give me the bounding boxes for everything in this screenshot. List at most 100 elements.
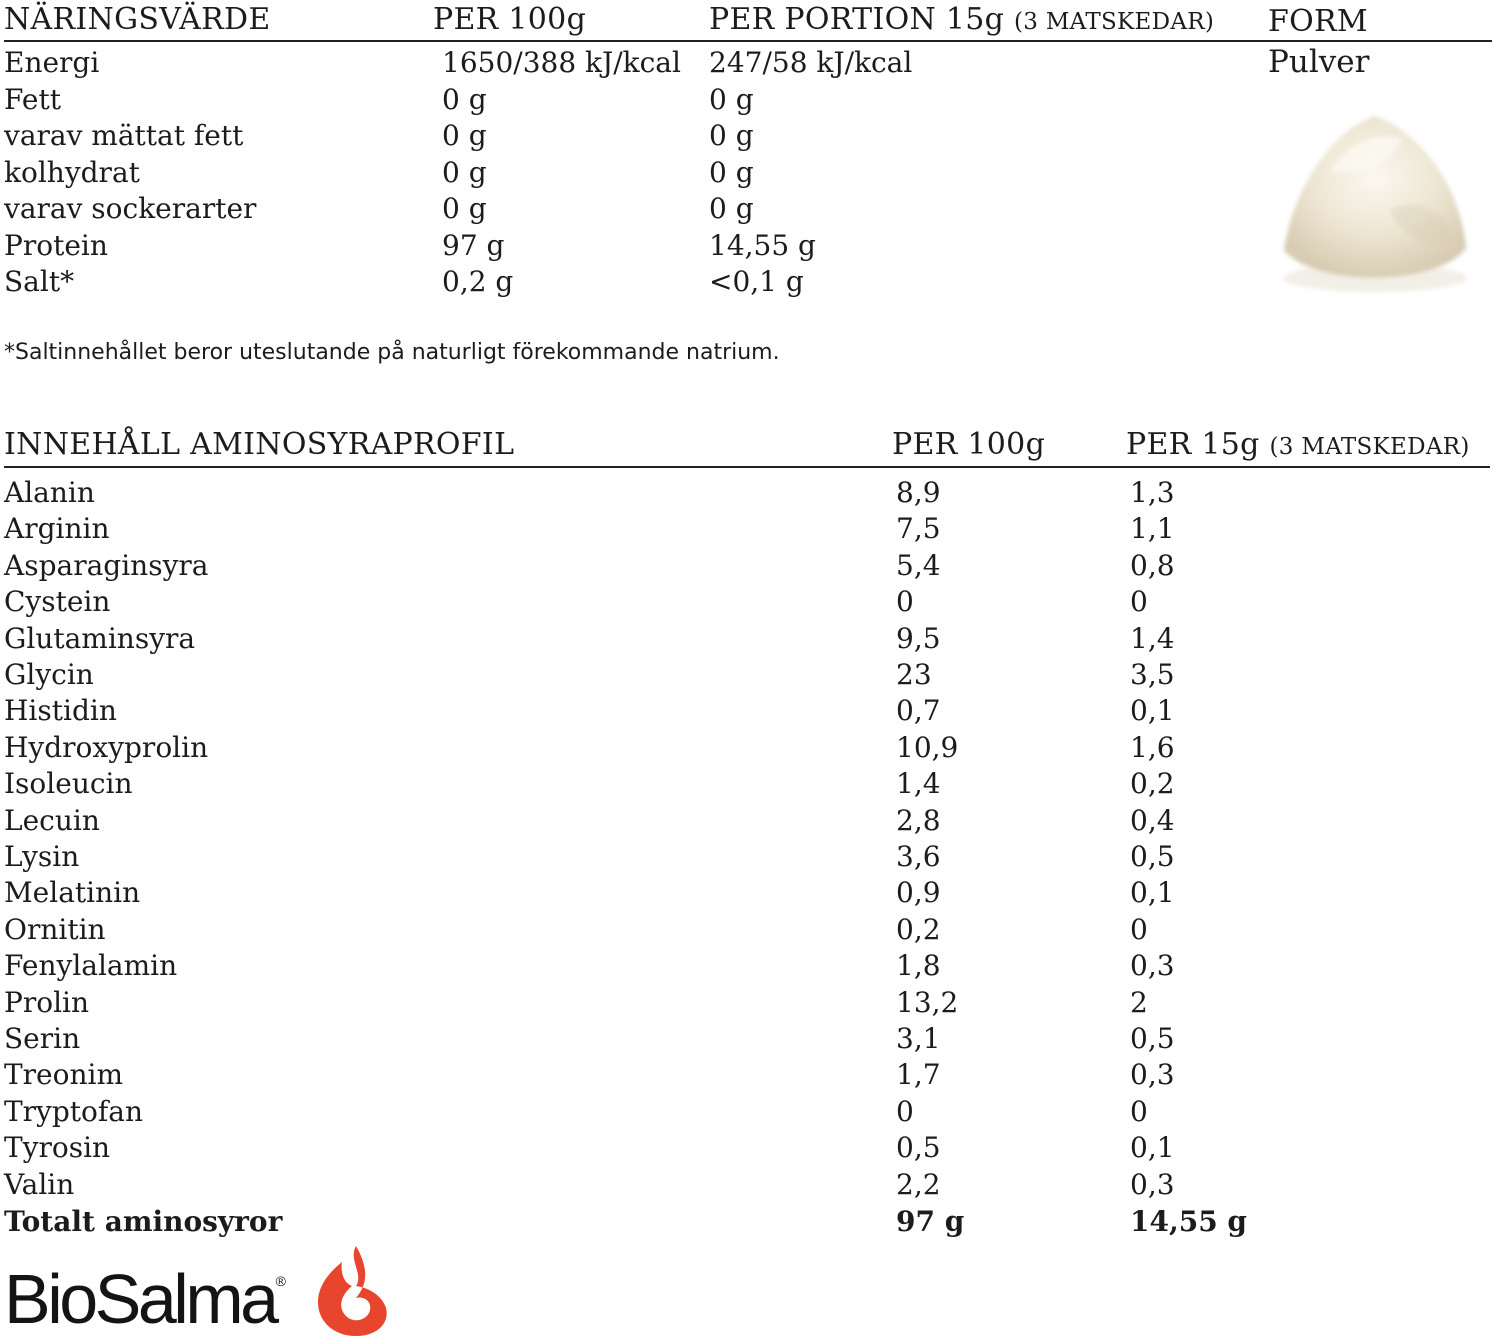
amino-row-per100: 10,9 — [896, 730, 959, 764]
nutrition-row-name: Protein — [4, 228, 108, 262]
amino-row-per100: 2,2 — [896, 1167, 941, 1201]
nutrition-header-rule — [4, 40, 1492, 42]
amino-row-per15: 0,2 — [1130, 767, 1175, 801]
amino-row-name: Lecuin — [4, 803, 100, 837]
nutrition-row-portion: 0 g — [709, 119, 754, 152]
nutrition-row-portion: 0 g — [709, 155, 754, 189]
amino-row-per15: 0 — [1130, 585, 1148, 619]
amino-row-name: Arginin — [4, 512, 110, 546]
nutrition-row-per100: 97 g — [442, 228, 505, 262]
nutrition-row-name: varav sockerarter — [4, 192, 257, 225]
amino-row-per15: 0,3 — [1130, 1167, 1175, 1201]
logo-wordmark-text: BioSalma — [4, 1260, 279, 1338]
amino-row-per100: 5,4 — [896, 548, 941, 582]
amino-row-name: Cystein — [4, 585, 111, 619]
biosalma-logo: BioSalma® — [4, 1246, 394, 1338]
salt-footnote: *Saltinnehållet beror uteslutande på nat… — [4, 340, 780, 365]
nutrition-row-name: varav mättat fett — [4, 119, 244, 152]
nutrition-row-portion: 14,55 g — [709, 228, 816, 262]
nutrition-row-portion: <0,1 g — [709, 265, 804, 298]
amino-row-per100: 3,6 — [896, 840, 941, 873]
amino-row-name: Tyrosin — [4, 1131, 111, 1165]
nutrition-header-portion-label: PER PORTION 15g — [709, 2, 1005, 37]
amino-row-per15: 0,3 — [1130, 1058, 1175, 1092]
amino-row-name: Serin — [4, 1022, 81, 1055]
flame-icon — [318, 1246, 387, 1336]
amino-total-per15: 14,55 g — [1130, 1205, 1248, 1238]
amino-row-per100: 3,1 — [896, 1022, 941, 1055]
flame-shape — [318, 1246, 387, 1336]
amino-row-per100: 1,4 — [896, 767, 941, 801]
nutrition-row-name: kolhydrat — [4, 155, 140, 189]
nutrition-header-form: FORM — [1268, 4, 1368, 39]
nutrition-header-per100: PER 100g — [433, 2, 587, 37]
amino-row-per100: 0,7 — [896, 694, 941, 728]
nutrition-row-name: Fett — [4, 82, 61, 116]
amino-row-name: Treonim — [4, 1058, 124, 1092]
nutrition-row-per100: 0,2 g — [442, 265, 514, 298]
amino-row-per100: 9,5 — [896, 621, 941, 655]
amino-row-per100: 2,8 — [896, 803, 941, 837]
amino-header-rule — [4, 466, 1490, 468]
amino-header-name: INNEHÅLL AMINOSYRAPROFIL — [4, 427, 515, 462]
amino-row-name: Ornitin — [4, 912, 106, 946]
amino-row-per15: 0,5 — [1130, 1022, 1175, 1055]
amino-row-per15: 0,8 — [1130, 548, 1175, 582]
amino-row-per100: 8,9 — [896, 476, 941, 509]
nutrition-row-portion: 0 g — [709, 192, 754, 225]
amino-header-per15: PER 15g (3 MATSKEDAR) — [1126, 427, 1470, 462]
amino-total-name: Totalt aminosyror — [4, 1205, 283, 1238]
amino-row-per100: 13,2 — [896, 985, 959, 1019]
nutrition-row-per100: 0 g — [442, 155, 487, 189]
amino-total-per100: 97 g — [896, 1205, 965, 1238]
amino-row-name: Melatinin — [4, 876, 141, 910]
amino-row-per15: 0,1 — [1130, 876, 1175, 910]
nutrition-row-per100: 1650/388 kJ/kcal — [442, 46, 681, 79]
amino-row-per100: 0 — [896, 585, 914, 619]
nutrition-header-portion-note: (3 MATSKEDAR) — [1014, 9, 1215, 35]
powder-pile-image — [1283, 116, 1467, 292]
amino-row-per15: 0,1 — [1130, 694, 1175, 728]
amino-row-per15: 0 — [1130, 912, 1148, 946]
amino-row-per100: 7,5 — [896, 512, 941, 546]
amino-row-per15: 1,6 — [1130, 730, 1175, 764]
amino-row-name: Isoleucin — [4, 767, 133, 801]
amino-row-per100: 1,7 — [896, 1058, 941, 1092]
nutrition-header-name: NÄRINGSVÄRDE — [4, 2, 271, 37]
amino-row-per15: 0,5 — [1130, 840, 1175, 873]
amino-header-per15-note: (3 MATSKEDAR) — [1269, 434, 1470, 460]
nutrition-row-per100: 0 g — [442, 119, 487, 152]
nutrition-row-portion: 0 g — [709, 82, 754, 116]
amino-row-name: Valin — [4, 1167, 75, 1201]
amino-row-per15: 2 — [1130, 985, 1148, 1019]
amino-header-per100: PER 100g — [892, 427, 1046, 462]
amino-row-per15: 0,1 — [1130, 1131, 1175, 1165]
nutrition-row-name: Energi — [4, 46, 100, 79]
amino-row-name: Histidin — [4, 694, 117, 728]
amino-row-name: Asparaginsyra — [4, 548, 209, 582]
amino-row-per15: 0 — [1130, 1094, 1148, 1128]
amino-row-per15: 3,5 — [1130, 658, 1175, 691]
amino-row-per100: 0,5 — [896, 1131, 941, 1165]
nutrition-row-name: Salt* — [4, 265, 75, 298]
amino-row-per15: 0,4 — [1130, 803, 1175, 837]
amino-row-per100: 0,9 — [896, 876, 941, 910]
form-value: Pulver — [1268, 44, 1370, 80]
amino-row-name: Glutaminsyra — [4, 621, 196, 655]
registered-mark: ® — [275, 1273, 286, 1289]
amino-row-per15: 1,3 — [1130, 476, 1175, 509]
amino-row-name: Hydroxyprolin — [4, 730, 209, 764]
amino-row-per100: 1,8 — [896, 949, 941, 983]
nutrition-row-portion: 247/58 kJ/kcal — [709, 46, 913, 79]
amino-row-name: Glycin — [4, 658, 94, 691]
amino-row-per15: 1,1 — [1130, 512, 1175, 546]
amino-row-per100: 0,2 — [896, 912, 941, 946]
amino-row-name: Lysin — [4, 840, 80, 873]
amino-header-per15-label: PER 15g — [1126, 427, 1260, 462]
amino-row-per100: 23 — [896, 658, 932, 691]
amino-row-per15: 0,3 — [1130, 949, 1175, 983]
nutrition-row-per100: 0 g — [442, 82, 487, 116]
nutrition-row-per100: 0 g — [442, 192, 487, 225]
amino-row-name: Prolin — [4, 985, 90, 1019]
nutrition-header-portion: PER PORTION 15g (3 MATSKEDAR) — [709, 2, 1214, 37]
